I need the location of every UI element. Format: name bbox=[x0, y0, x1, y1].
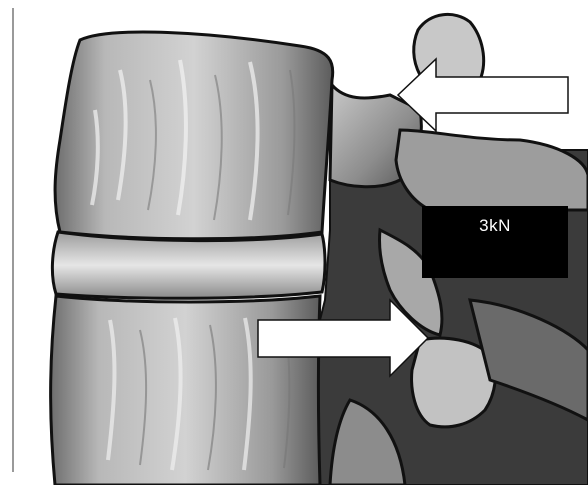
force-label-text: 3kN bbox=[479, 216, 511, 236]
intervertebral-disc bbox=[52, 232, 325, 298]
force-label-box: 3kN bbox=[422, 206, 568, 278]
facet-joint-region bbox=[396, 130, 588, 210]
